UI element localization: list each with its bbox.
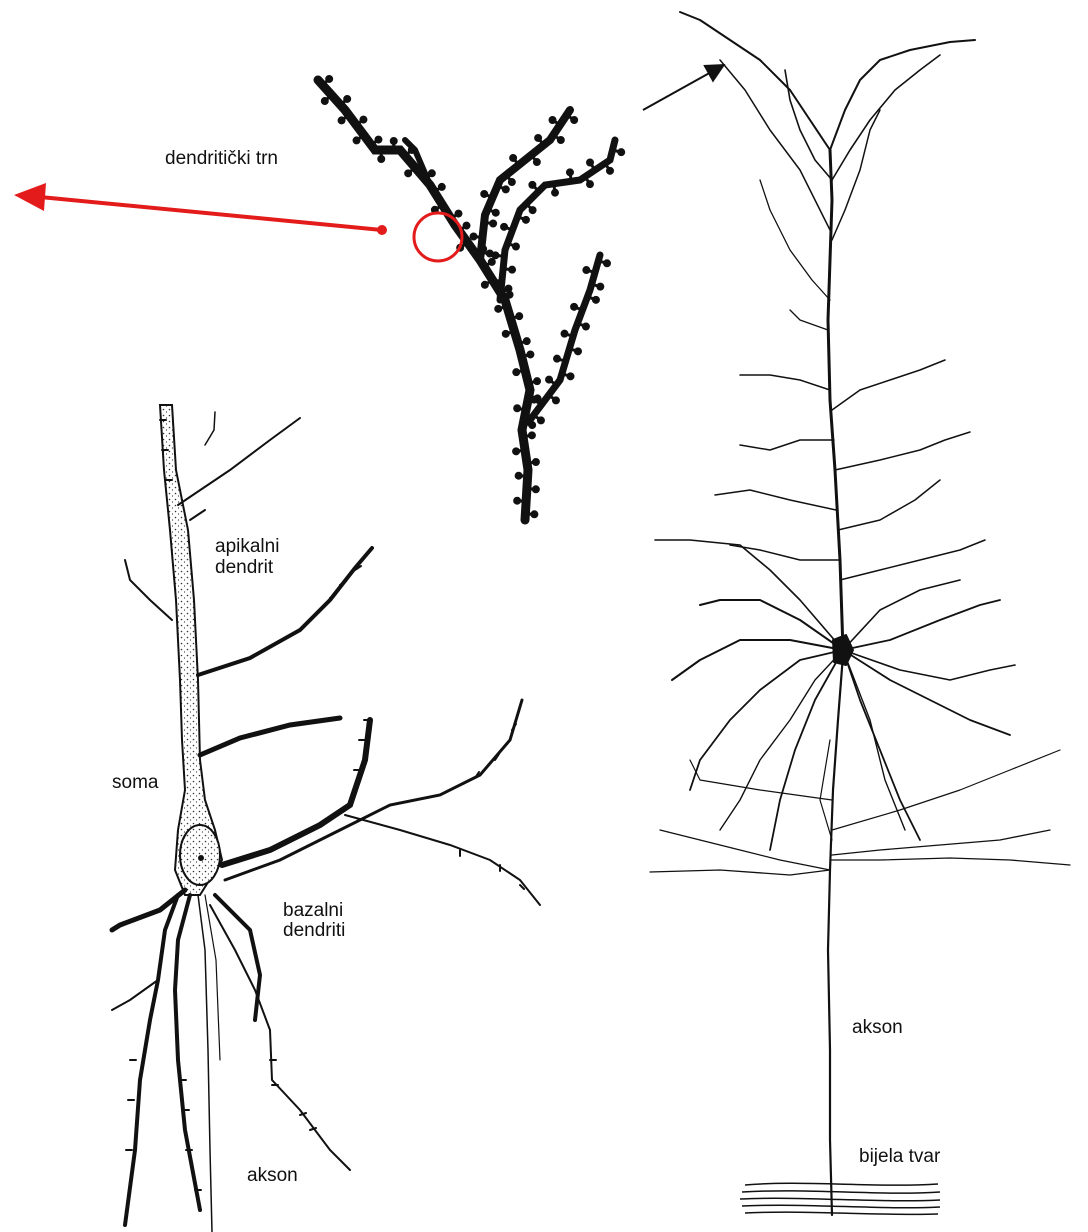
spine-head: [509, 180, 514, 185]
label-apical-dendrite-2: dendrit: [215, 557, 273, 579]
spine-head: [496, 306, 501, 311]
red-arrow: [14, 183, 387, 235]
spine-head: [568, 374, 573, 379]
spine-head: [567, 170, 572, 175]
spine-head: [584, 268, 589, 273]
label-white-matter: bijela tvar: [859, 1146, 940, 1168]
spine-head: [562, 331, 567, 336]
spine-head: [538, 418, 543, 423]
white-matter-fibers: [740, 1183, 940, 1214]
spine-head: [530, 423, 535, 428]
spine-head: [558, 137, 563, 142]
spine-head: [517, 314, 522, 319]
spine-head: [524, 339, 529, 344]
spine-head: [503, 331, 508, 336]
spiny-dendrite-branch: [318, 76, 624, 520]
spine-head: [503, 187, 508, 192]
spine-head: [583, 324, 588, 329]
spine-head: [607, 168, 612, 173]
spine-head: [530, 208, 535, 213]
spine-head: [391, 139, 396, 144]
spine-head: [429, 171, 434, 176]
spine-head: [598, 284, 603, 289]
spine-head: [322, 99, 327, 104]
spine-head: [515, 498, 520, 503]
spine-head: [593, 297, 598, 302]
spine-head: [532, 397, 537, 402]
label-soma: soma: [112, 772, 158, 794]
spine-head: [555, 356, 560, 361]
spine-head: [456, 211, 461, 216]
label-dendritic-spine: dendritički trn: [165, 148, 278, 170]
spine-head: [532, 512, 537, 517]
spine-head: [534, 160, 539, 165]
spine-head: [339, 118, 344, 123]
spine-head: [502, 224, 507, 229]
spine-head: [471, 234, 476, 239]
label-basal-dendrites-2: dendriti: [283, 920, 345, 942]
label-basal-dendrites-1: bazalni: [283, 900, 343, 922]
spine-head: [604, 261, 609, 266]
spine-head: [515, 406, 520, 411]
label-axon-right: akson: [852, 1017, 903, 1039]
spine-head: [575, 349, 580, 354]
spine-head: [572, 117, 577, 122]
spine-head: [379, 157, 384, 162]
spine-head: [588, 160, 593, 165]
spine-head: [523, 217, 528, 222]
spine-head: [506, 286, 511, 291]
spine-head: [529, 433, 534, 438]
spine-head: [513, 244, 518, 249]
spine-head: [481, 246, 486, 251]
spine-head: [491, 221, 496, 226]
spine-head: [547, 377, 552, 382]
spine-head: [482, 191, 487, 196]
spine-head: [587, 182, 592, 187]
spine-head: [489, 259, 494, 264]
spine-head: [327, 76, 332, 81]
spine-head: [345, 96, 350, 101]
spine-head: [507, 292, 512, 297]
spine-head: [511, 155, 516, 160]
spine-head: [510, 267, 515, 272]
spine-highlight-circle: [414, 213, 462, 261]
spine-head: [493, 210, 498, 215]
schematic-neuron: [112, 405, 540, 1232]
spine-head: [530, 182, 535, 187]
spine-head: [432, 207, 437, 212]
spine-head: [572, 304, 577, 309]
spine-head: [482, 282, 487, 287]
spine-head: [516, 473, 521, 478]
spine-head: [493, 253, 498, 258]
spine-head: [406, 171, 411, 176]
spine-head: [409, 147, 414, 152]
spine-head: [533, 487, 538, 492]
spine-head: [490, 278, 495, 283]
spine-head: [619, 150, 624, 155]
spine-head: [550, 118, 555, 123]
spine-head: [361, 117, 366, 122]
spine-head: [535, 379, 540, 384]
nucleus: [180, 825, 220, 885]
spine-head: [514, 449, 519, 454]
soma-right: [833, 635, 853, 665]
spine-head: [553, 398, 558, 403]
label-axon-left: akson: [247, 1165, 298, 1187]
spine-head: [536, 135, 541, 140]
spine-head: [514, 370, 519, 375]
black-arrow: [643, 66, 722, 110]
spine-head: [376, 137, 381, 142]
spine-head: [439, 184, 444, 189]
spine-head: [533, 459, 538, 464]
spine-head: [354, 138, 359, 143]
spine-head: [464, 223, 469, 228]
spine-head: [553, 190, 558, 195]
label-apical-dendrite-1: apikalni: [215, 536, 279, 558]
spine-head: [528, 352, 533, 357]
